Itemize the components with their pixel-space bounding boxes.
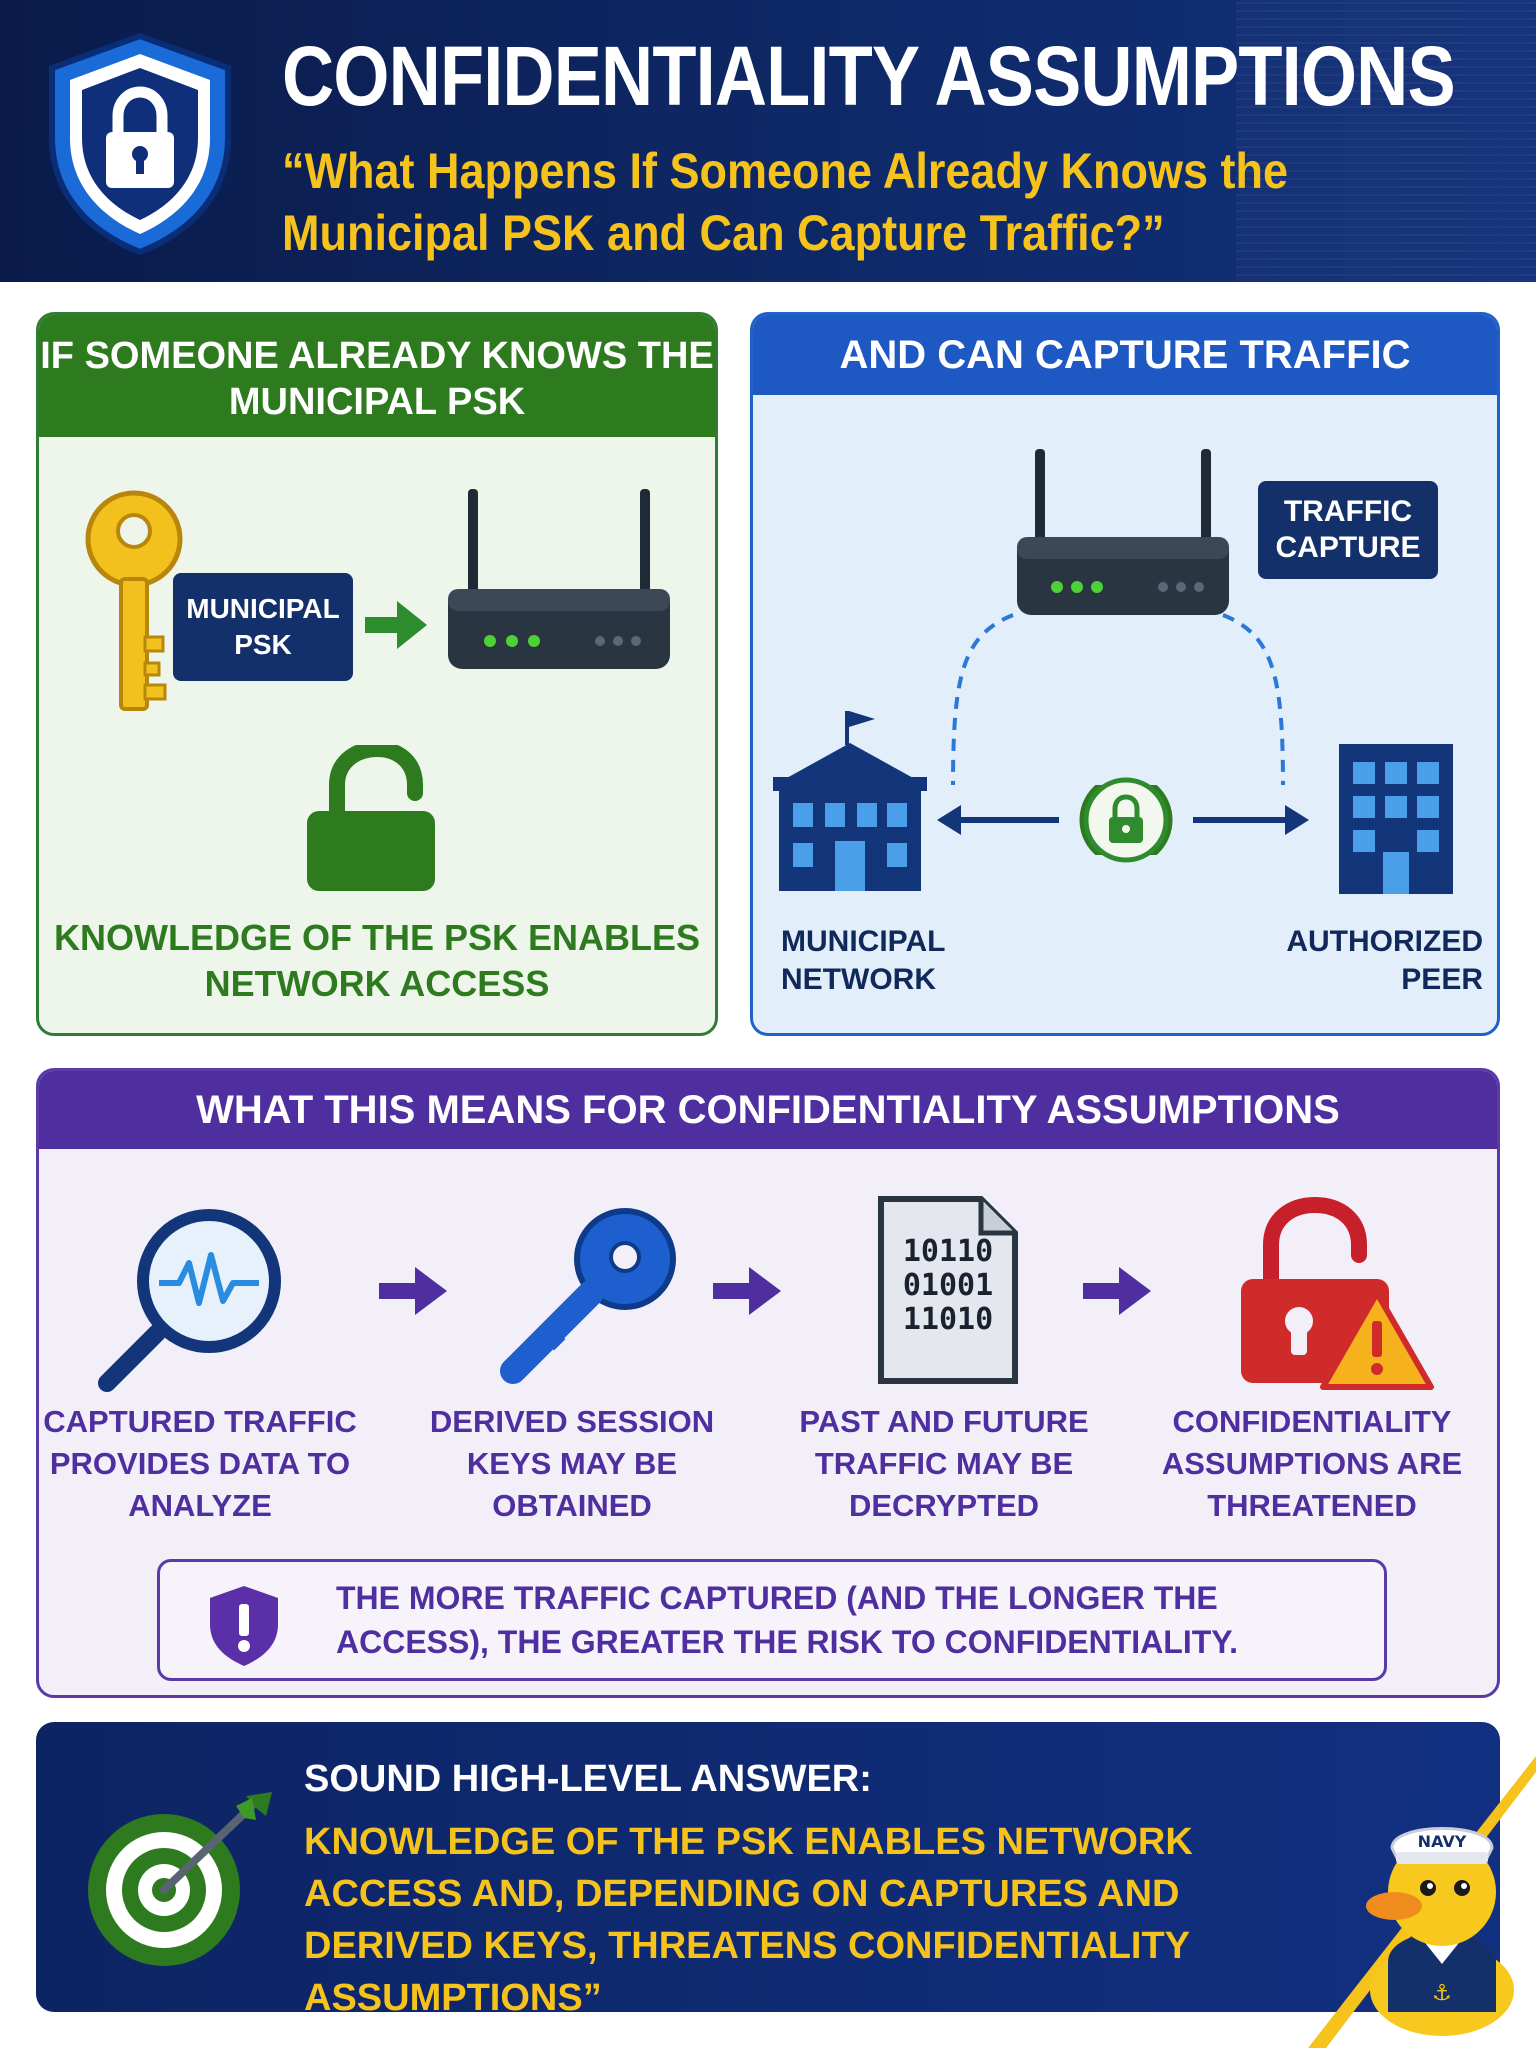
answer-heading: SOUND HIGH-LEVEL ANSWER: xyxy=(304,1758,872,1800)
authorized-peer-building-icon xyxy=(1339,744,1453,894)
binary-row: 10110 xyxy=(902,1234,994,1269)
psk-knowledge-panel: IF SOMEONE ALREADY KNOWS THE MUNICIPAL P… xyxy=(36,312,718,1036)
capture-panel-title: AND CAN CAPTURE TRAFFIC xyxy=(753,315,1497,395)
unlocked-padlock-icon xyxy=(307,745,435,891)
mascot-hat-text: NAVY xyxy=(1418,1832,1467,1851)
gold-key-icon xyxy=(85,490,183,711)
risk-note-text: THE MORE TRAFFIC CAPTURED (AND THE LONGE… xyxy=(336,1580,1238,1660)
arrow-right-icon xyxy=(365,601,427,649)
target-arrow-icon xyxy=(88,1792,272,1966)
step-label-decrypted-traffic: PAST AND FUTURE TRAFFIC MAY BE DECRYPTED xyxy=(799,1404,1089,1523)
step-label-captured-traffic: CAPTURED TRAFFIC PROVIDES DATA TO ANALYZ… xyxy=(43,1404,357,1523)
shield-lock-icon xyxy=(49,32,231,256)
step-label-threatened: CONFIDENTIALITY ASSUMPTIONS ARE THREATEN… xyxy=(1161,1404,1463,1523)
header-texture xyxy=(1236,0,1536,282)
municipal-psk-label: MUNICIPAL PSK xyxy=(173,573,353,681)
router-icon xyxy=(448,489,670,669)
answer-panel: SOUND HIGH-LEVEL ANSWER: KNOWLEDGE OF TH… xyxy=(36,1722,1500,2012)
page-header: CONFIDENTIALITY ASSUMPTIONS “What Happen… xyxy=(0,0,1536,282)
implications-panel-title: WHAT THIS MEANS FOR CONFIDENTIALITY ASSU… xyxy=(39,1071,1497,1149)
authorized-peer-label: AUTHORIZED PEER xyxy=(1286,925,1483,996)
arrow-right-icon xyxy=(1083,1267,1151,1315)
shield-exclamation-icon xyxy=(210,1586,278,1666)
traffic-capture-label: TRAFFIC CAPTURE xyxy=(1258,481,1438,579)
municipal-building-icon xyxy=(773,711,927,891)
blue-key-icon xyxy=(500,1208,676,1384)
psk-access-caption: KNOWLEDGE OF THE PSK ENABLES NETWORK ACC… xyxy=(53,917,701,1004)
binary-row: 11010 xyxy=(902,1302,994,1337)
page-subtitle: “What Happens If Someone Already Knows t… xyxy=(282,143,1288,261)
municipal-network-label: MUNICIPAL NETWORK xyxy=(781,925,945,996)
confidentiality-implications-panel: WHAT THIS MEANS FOR CONFIDENTIALITY ASSU… xyxy=(36,1068,1500,1698)
magnifier-waveform-icon xyxy=(98,1209,281,1392)
svg-text:⚓: ⚓ xyxy=(1432,1981,1452,2006)
arrow-right-icon xyxy=(713,1267,781,1315)
traffic-capture-panel: AND CAN CAPTURE TRAFFIC TRAFFIC CAPTURE xyxy=(750,312,1500,1036)
risk-note-box: THE MORE TRAFFIC CAPTURED (AND THE LONGE… xyxy=(157,1559,1387,1681)
answer-body: KNOWLEDGE OF THE PSK ENABLES NETWORK ACC… xyxy=(304,1821,1193,2012)
step-label-derived-keys: DERIVED SESSION KEYS MAY BE OBTAINED xyxy=(429,1404,715,1523)
open-lock-warning-icon xyxy=(1241,1197,1434,1390)
capture-router-icon xyxy=(1017,449,1229,615)
binary-document-icon xyxy=(878,1196,1018,1384)
binary-row: 01001 xyxy=(902,1268,994,1303)
psk-panel-title: IF SOMEONE ALREADY KNOWS THE MUNICIPAL P… xyxy=(39,315,715,437)
page-title: CONFIDENTIALITY ASSUMPTIONS xyxy=(282,29,1456,123)
capture-tap-lines xyxy=(951,613,1285,786)
arrow-right-icon xyxy=(379,1267,447,1315)
lock-circle-icon xyxy=(1083,777,1169,863)
binary-digits: 10110 01001 11010 xyxy=(893,1235,1003,1337)
navy-duck-mascot-icon: ⚓ NAVY xyxy=(1366,1827,1514,2036)
